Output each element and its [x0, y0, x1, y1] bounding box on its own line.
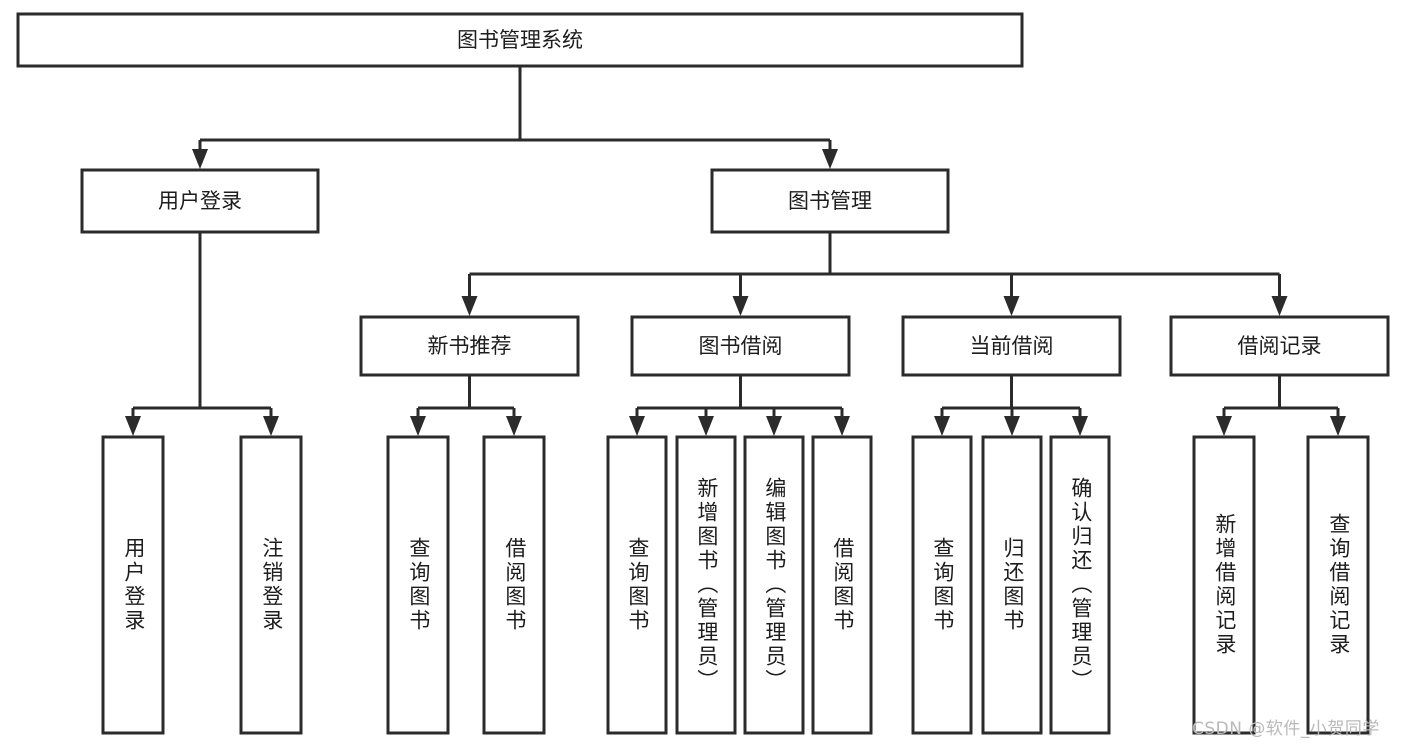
- arrow-head-new-book-rec: [461, 296, 478, 316]
- node-box-leaf-user-logout[interactable]: [239, 435, 303, 735]
- node-label-book-borrow: 图书借阅: [699, 334, 783, 358]
- node-box-leaf-borrow-add[interactable]: [675, 435, 737, 735]
- arrow-head-leaf-rec-query2: [1330, 416, 1346, 436]
- arrow-head-leaf-rec-borrow: [506, 416, 522, 436]
- node-box-new-book-rec[interactable]: [359, 315, 580, 377]
- arrow-head-current-borrow: [1003, 296, 1020, 316]
- boxes-layer: [16, 12, 1390, 735]
- node-box-borrow-record[interactable]: [1169, 315, 1390, 377]
- node-box-leaf-borrow-lend[interactable]: [811, 435, 873, 735]
- connectors-layer: [125, 66, 1346, 436]
- node-box-user-login[interactable]: [80, 168, 320, 234]
- arrow-head-book-borrow: [732, 296, 749, 316]
- arrow-head-leaf-user-logout: [263, 416, 279, 436]
- node-label-user-login: 用户登录: [158, 189, 242, 213]
- node-box-book-manage[interactable]: [710, 168, 950, 234]
- arrow-head-leaf-borrow-edit: [766, 416, 782, 436]
- node-box-leaf-borrow-edit[interactable]: [743, 435, 805, 735]
- node-box-book-borrow[interactable]: [630, 315, 851, 377]
- arrow-head-user-login: [192, 149, 208, 169]
- node-box-leaf-user-login[interactable]: [101, 435, 165, 735]
- node-label-current-borrow: 当前借阅: [970, 334, 1054, 358]
- arrow-head-leaf-rec-add: [1216, 416, 1232, 436]
- node-box-leaf-rec-borrow[interactable]: [482, 435, 546, 735]
- arrow-head-borrow-record: [1271, 296, 1288, 316]
- node-box-leaf-cur-confirm[interactable]: [1049, 435, 1111, 735]
- arrow-head-leaf-cur-return: [1004, 416, 1020, 436]
- node-box-leaf-cur-query[interactable]: [911, 435, 973, 735]
- arrow-head-leaf-user-login: [125, 416, 141, 436]
- node-label-root: 图书管理系统: [457, 28, 583, 52]
- arrow-head-leaf-cur-confirm: [1072, 416, 1088, 436]
- node-label-book-manage: 图书管理: [788, 189, 872, 213]
- arrow-head-leaf-borrow-query: [629, 416, 645, 436]
- node-box-leaf-borrow-query[interactable]: [606, 435, 668, 735]
- csdn-watermark: CSDN @软件_小贺同学: [1192, 719, 1380, 739]
- node-box-leaf-rec-add[interactable]: [1192, 435, 1256, 735]
- arrow-head-leaf-borrow-lend: [834, 416, 850, 436]
- arrow-head-leaf-borrow-add: [698, 416, 714, 436]
- node-box-current-borrow[interactable]: [901, 315, 1122, 377]
- arrow-head-leaf-cur-query: [934, 416, 950, 436]
- node-box-leaf-cur-return[interactable]: [981, 435, 1043, 735]
- node-label-new-book-rec: 新书推荐: [428, 334, 512, 358]
- node-label-borrow-record: 借阅记录: [1238, 334, 1322, 358]
- node-box-leaf-rec-query2[interactable]: [1306, 435, 1370, 735]
- arrow-head-leaf-rec-query: [410, 416, 426, 436]
- node-box-leaf-rec-query[interactable]: [386, 435, 450, 735]
- node-box-root[interactable]: [16, 12, 1024, 68]
- arrow-head-book-manage: [822, 149, 838, 169]
